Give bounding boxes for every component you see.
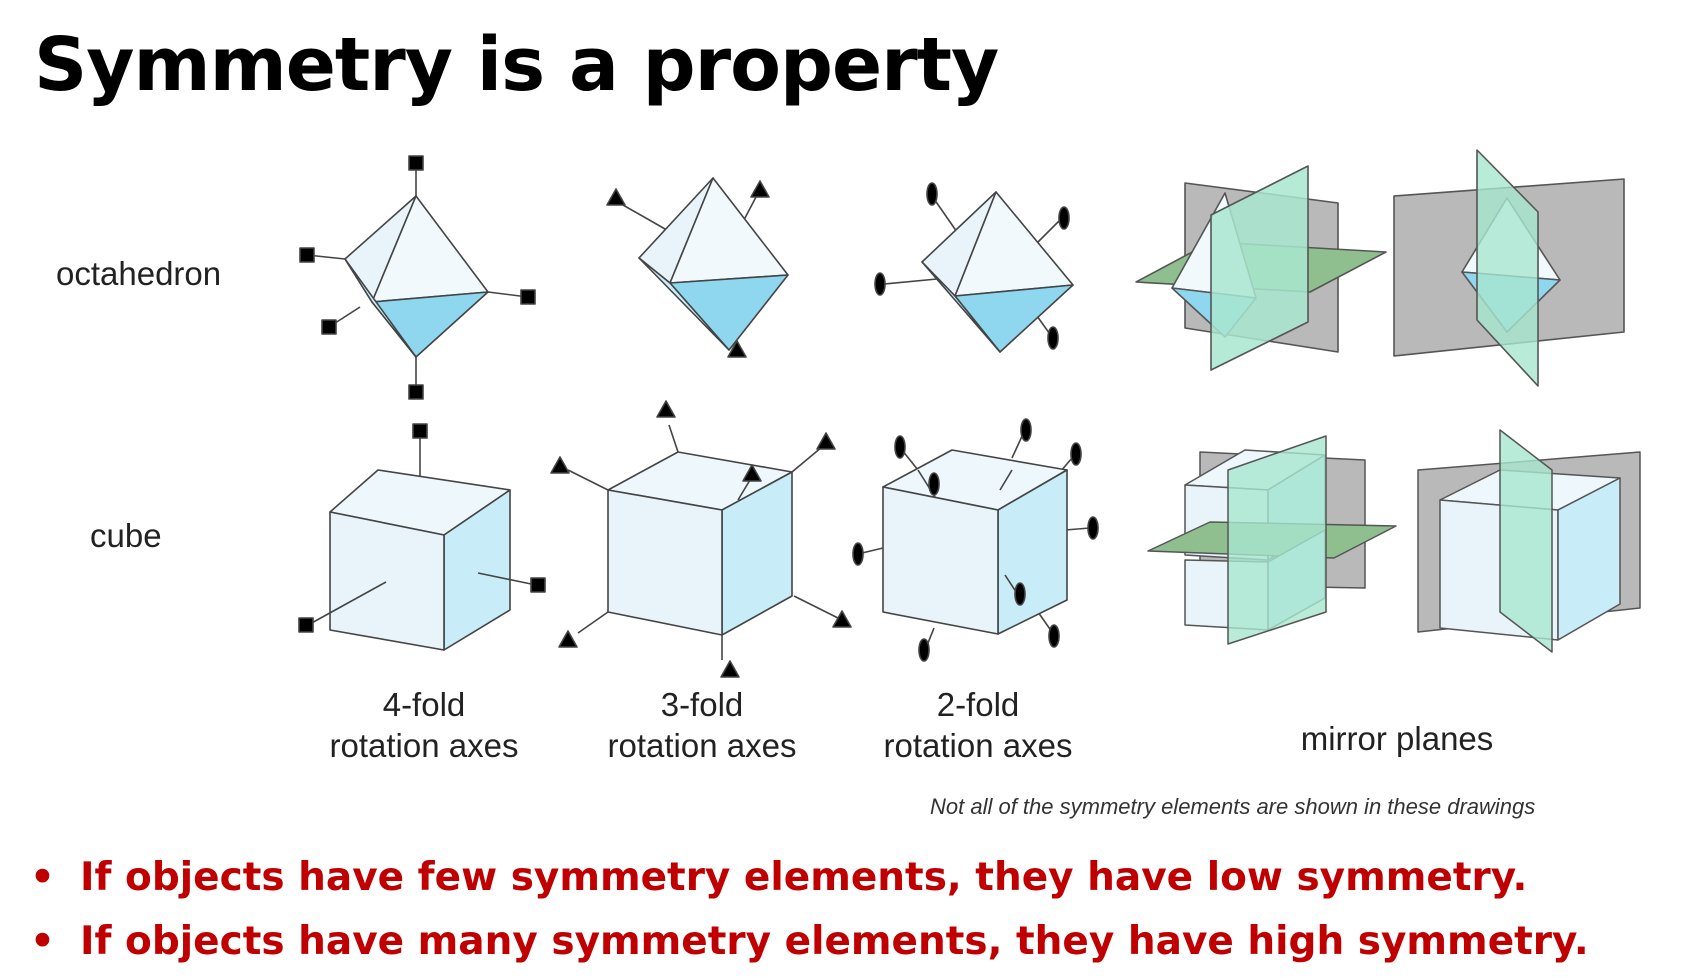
- twofold-marker: [1070, 442, 1082, 466]
- fourfold-marker: [408, 155, 424, 171]
- fourfold-marker: [321, 319, 337, 335]
- bullet-item: • If objects have few symmetry elements, …: [30, 846, 1589, 910]
- threefold-marker: [750, 180, 770, 198]
- twofold-marker: [918, 638, 930, 662]
- octahedron-fourfold-figure: [299, 155, 536, 400]
- column-label-line2: rotation axes: [607, 727, 797, 764]
- column-label-line1: 4-fold: [382, 686, 466, 723]
- threefold-marker: [720, 660, 740, 678]
- row-label-octahedron: octahedron: [56, 255, 222, 292]
- twofold-marker: [852, 542, 864, 566]
- twofold-marker: [1047, 326, 1059, 350]
- row-label-cube: cube: [90, 517, 162, 554]
- cube-fourfold-figure: [298, 423, 546, 651]
- octahedron-mirror-figure-2: [1393, 149, 1625, 387]
- twofold-marker: [926, 182, 938, 206]
- column-label-fourfold: 4-fold rotation axes: [294, 684, 554, 766]
- column-label-line1: 2-fold: [936, 686, 1020, 723]
- bullet-dot-icon: •: [30, 919, 55, 964]
- column-label-twofold: 2-fold rotation axes: [848, 684, 1108, 766]
- threefold-marker: [816, 432, 836, 450]
- column-label-line1: mirror planes: [1300, 720, 1494, 757]
- twofold-marker: [874, 272, 886, 296]
- twofold-marker: [1014, 582, 1026, 606]
- cube-threefold-figure: [550, 400, 852, 678]
- column-label-line1: 3-fold: [660, 686, 744, 723]
- column-label-mirror: mirror planes: [1262, 718, 1532, 759]
- threefold-marker: [606, 188, 626, 206]
- bullet-text: If objects have many symmetry elements, …: [80, 919, 1589, 964]
- fourfold-marker: [408, 384, 424, 400]
- twofold-marker: [928, 472, 940, 496]
- twofold-marker: [894, 435, 906, 459]
- fourfold-marker: [298, 617, 314, 633]
- bullet-item: • If objects have many symmetry elements,…: [30, 910, 1589, 974]
- octahedron-threefold-figure: [606, 177, 789, 358]
- column-label-threefold: 3-fold rotation axes: [572, 684, 832, 766]
- diagram-note: Not all of the symmetry elements are sho…: [930, 794, 1536, 819]
- column-label-line2: rotation axes: [329, 727, 519, 764]
- octahedron-mirror-figure-1: [1135, 165, 1387, 371]
- threefold-marker: [832, 610, 852, 628]
- twofold-marker: [1058, 206, 1070, 230]
- twofold-marker: [1087, 516, 1099, 540]
- column-label-line2: rotation axes: [883, 727, 1073, 764]
- threefold-marker: [656, 400, 676, 418]
- threefold-marker: [550, 456, 570, 474]
- bullet-text: If objects have few symmetry elements, t…: [80, 855, 1528, 900]
- fourfold-marker: [299, 247, 315, 263]
- octahedron-twofold-figure: [874, 182, 1074, 353]
- fourfold-marker: [530, 577, 546, 593]
- symmetry-diagram: [298, 149, 1641, 678]
- twofold-marker: [1020, 418, 1032, 442]
- fourfold-marker: [520, 289, 536, 305]
- bullet-dot-icon: •: [30, 855, 55, 900]
- cube-mirror-figure-2: [1417, 429, 1641, 653]
- twofold-marker: [1048, 624, 1060, 648]
- cube-mirror-figure-1: [1147, 435, 1397, 645]
- bullet-list: • If objects have few symmetry elements, …: [30, 846, 1589, 974]
- fourfold-marker: [412, 423, 428, 439]
- cube-twofold-figure: [852, 418, 1099, 662]
- page-title: Symmetry is a property: [34, 22, 999, 108]
- threefold-marker: [558, 630, 578, 648]
